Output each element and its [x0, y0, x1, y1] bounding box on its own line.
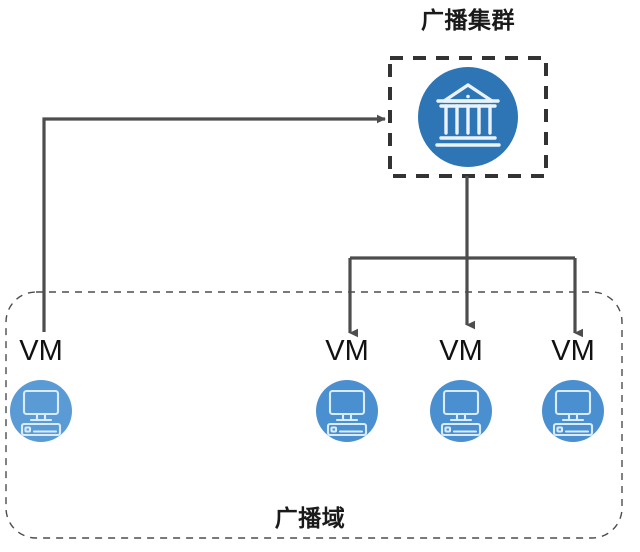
connector-cluster-trunk: [350, 176, 575, 260]
vm-circle-2: [316, 380, 378, 442]
vm-circle-1: [10, 380, 72, 442]
broadcast-cluster-node[interactable]: [418, 67, 518, 167]
vm-circle-3: [430, 380, 492, 442]
vm-node-right-1[interactable]: VM: [316, 335, 378, 442]
desktop-computer-icon: [326, 389, 368, 437]
vm-label-1: VM: [19, 335, 63, 367]
broadcast-domain-boundary: [5, 291, 623, 539]
bank-icon: [435, 83, 501, 147]
vm-label-2: VM: [325, 335, 369, 367]
desktop-computer-icon: [20, 389, 62, 437]
connector-left-vm-to-cluster: [42, 114, 386, 332]
desktop-computer-icon: [440, 389, 482, 437]
vm-label-3: VM: [439, 335, 483, 367]
vm-node-right-2[interactable]: VM: [430, 335, 492, 442]
vm-circle-4: [542, 380, 604, 442]
vm-node-left[interactable]: VM: [10, 335, 72, 442]
cluster-title: 广播集群: [421, 7, 515, 33]
vm-node-right-3[interactable]: VM: [542, 335, 604, 442]
desktop-computer-icon: [552, 389, 594, 437]
broadcast-domain-label: 广播域: [275, 505, 346, 531]
vm-label-4: VM: [551, 335, 595, 367]
